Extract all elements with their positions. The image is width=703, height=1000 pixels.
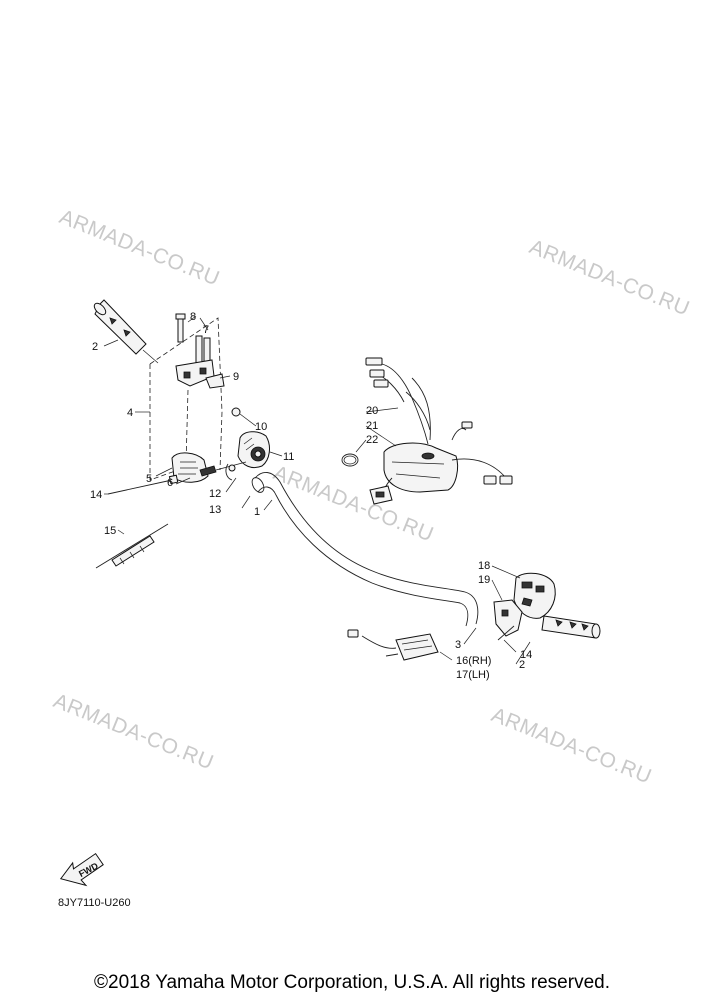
handlebar — [251, 472, 479, 627]
throttle-cable — [95, 523, 169, 569]
left-screw — [107, 474, 179, 495]
copyright-notice: ©2018 Yamaha Motor Corporation, U.S.A. A… — [94, 972, 610, 993]
callout-22: 22 — [366, 434, 378, 446]
leader-lines — [103, 315, 531, 665]
brake-lever-parts — [175, 313, 241, 417]
small-clips — [225, 463, 236, 481]
callout-17-lh: 17(LH) — [456, 669, 490, 681]
right-switch-assembly — [493, 572, 556, 641]
grip-heater-pad — [347, 629, 439, 661]
callout-11: 11 — [283, 451, 294, 463]
callout-1: 1 — [254, 506, 260, 518]
callout-10: 10 — [255, 421, 267, 433]
callout-5: 5 — [146, 473, 152, 485]
callout-15: 15 — [104, 525, 116, 537]
callout-4: 4 — [127, 407, 133, 419]
forward-arrow-icon: FWD — [59, 852, 104, 887]
callout-14-left: 14 — [90, 489, 102, 501]
callout-16-rh: 16(RH) — [456, 655, 491, 667]
callout-14-right: 14 — [520, 649, 532, 661]
watermark: ARMADA-CO.RU — [56, 205, 223, 290]
callout-3: 3 — [455, 639, 461, 651]
callout-18: 18 — [478, 560, 490, 572]
callout-13: 13 — [209, 504, 221, 516]
callout-9: 9 — [233, 371, 239, 383]
part-numbers: 1 2 2 3 4 5 6 7 8 9 10 11 12 13 14 14 15… — [90, 311, 532, 681]
callout-7: 7 — [203, 324, 209, 336]
callout-19: 19 — [478, 574, 490, 586]
band-ring — [341, 453, 359, 467]
left-housing — [171, 452, 247, 483]
left-switch — [237, 431, 270, 469]
callout-8: 8 — [190, 311, 196, 323]
watermark: ARMADA-CO.RU — [488, 703, 655, 788]
grip-heater-controller — [369, 421, 513, 505]
wiring-harness — [365, 357, 431, 445]
left-grip — [93, 299, 159, 364]
callout-21: 21 — [366, 420, 378, 432]
callout-2-left: 2 — [92, 341, 98, 353]
right-grip — [541, 615, 601, 639]
callout-6: 6 — [167, 477, 173, 489]
watermark: ARMADA-CO.RU — [526, 235, 693, 320]
callout-2-right: 2 — [519, 659, 525, 671]
callout-20: 20 — [366, 405, 378, 417]
watermark: ARMADA-CO.RU — [50, 689, 217, 774]
callout-12: 12 — [209, 488, 221, 500]
diagram-code: 8JY7110-U260 — [58, 897, 131, 909]
